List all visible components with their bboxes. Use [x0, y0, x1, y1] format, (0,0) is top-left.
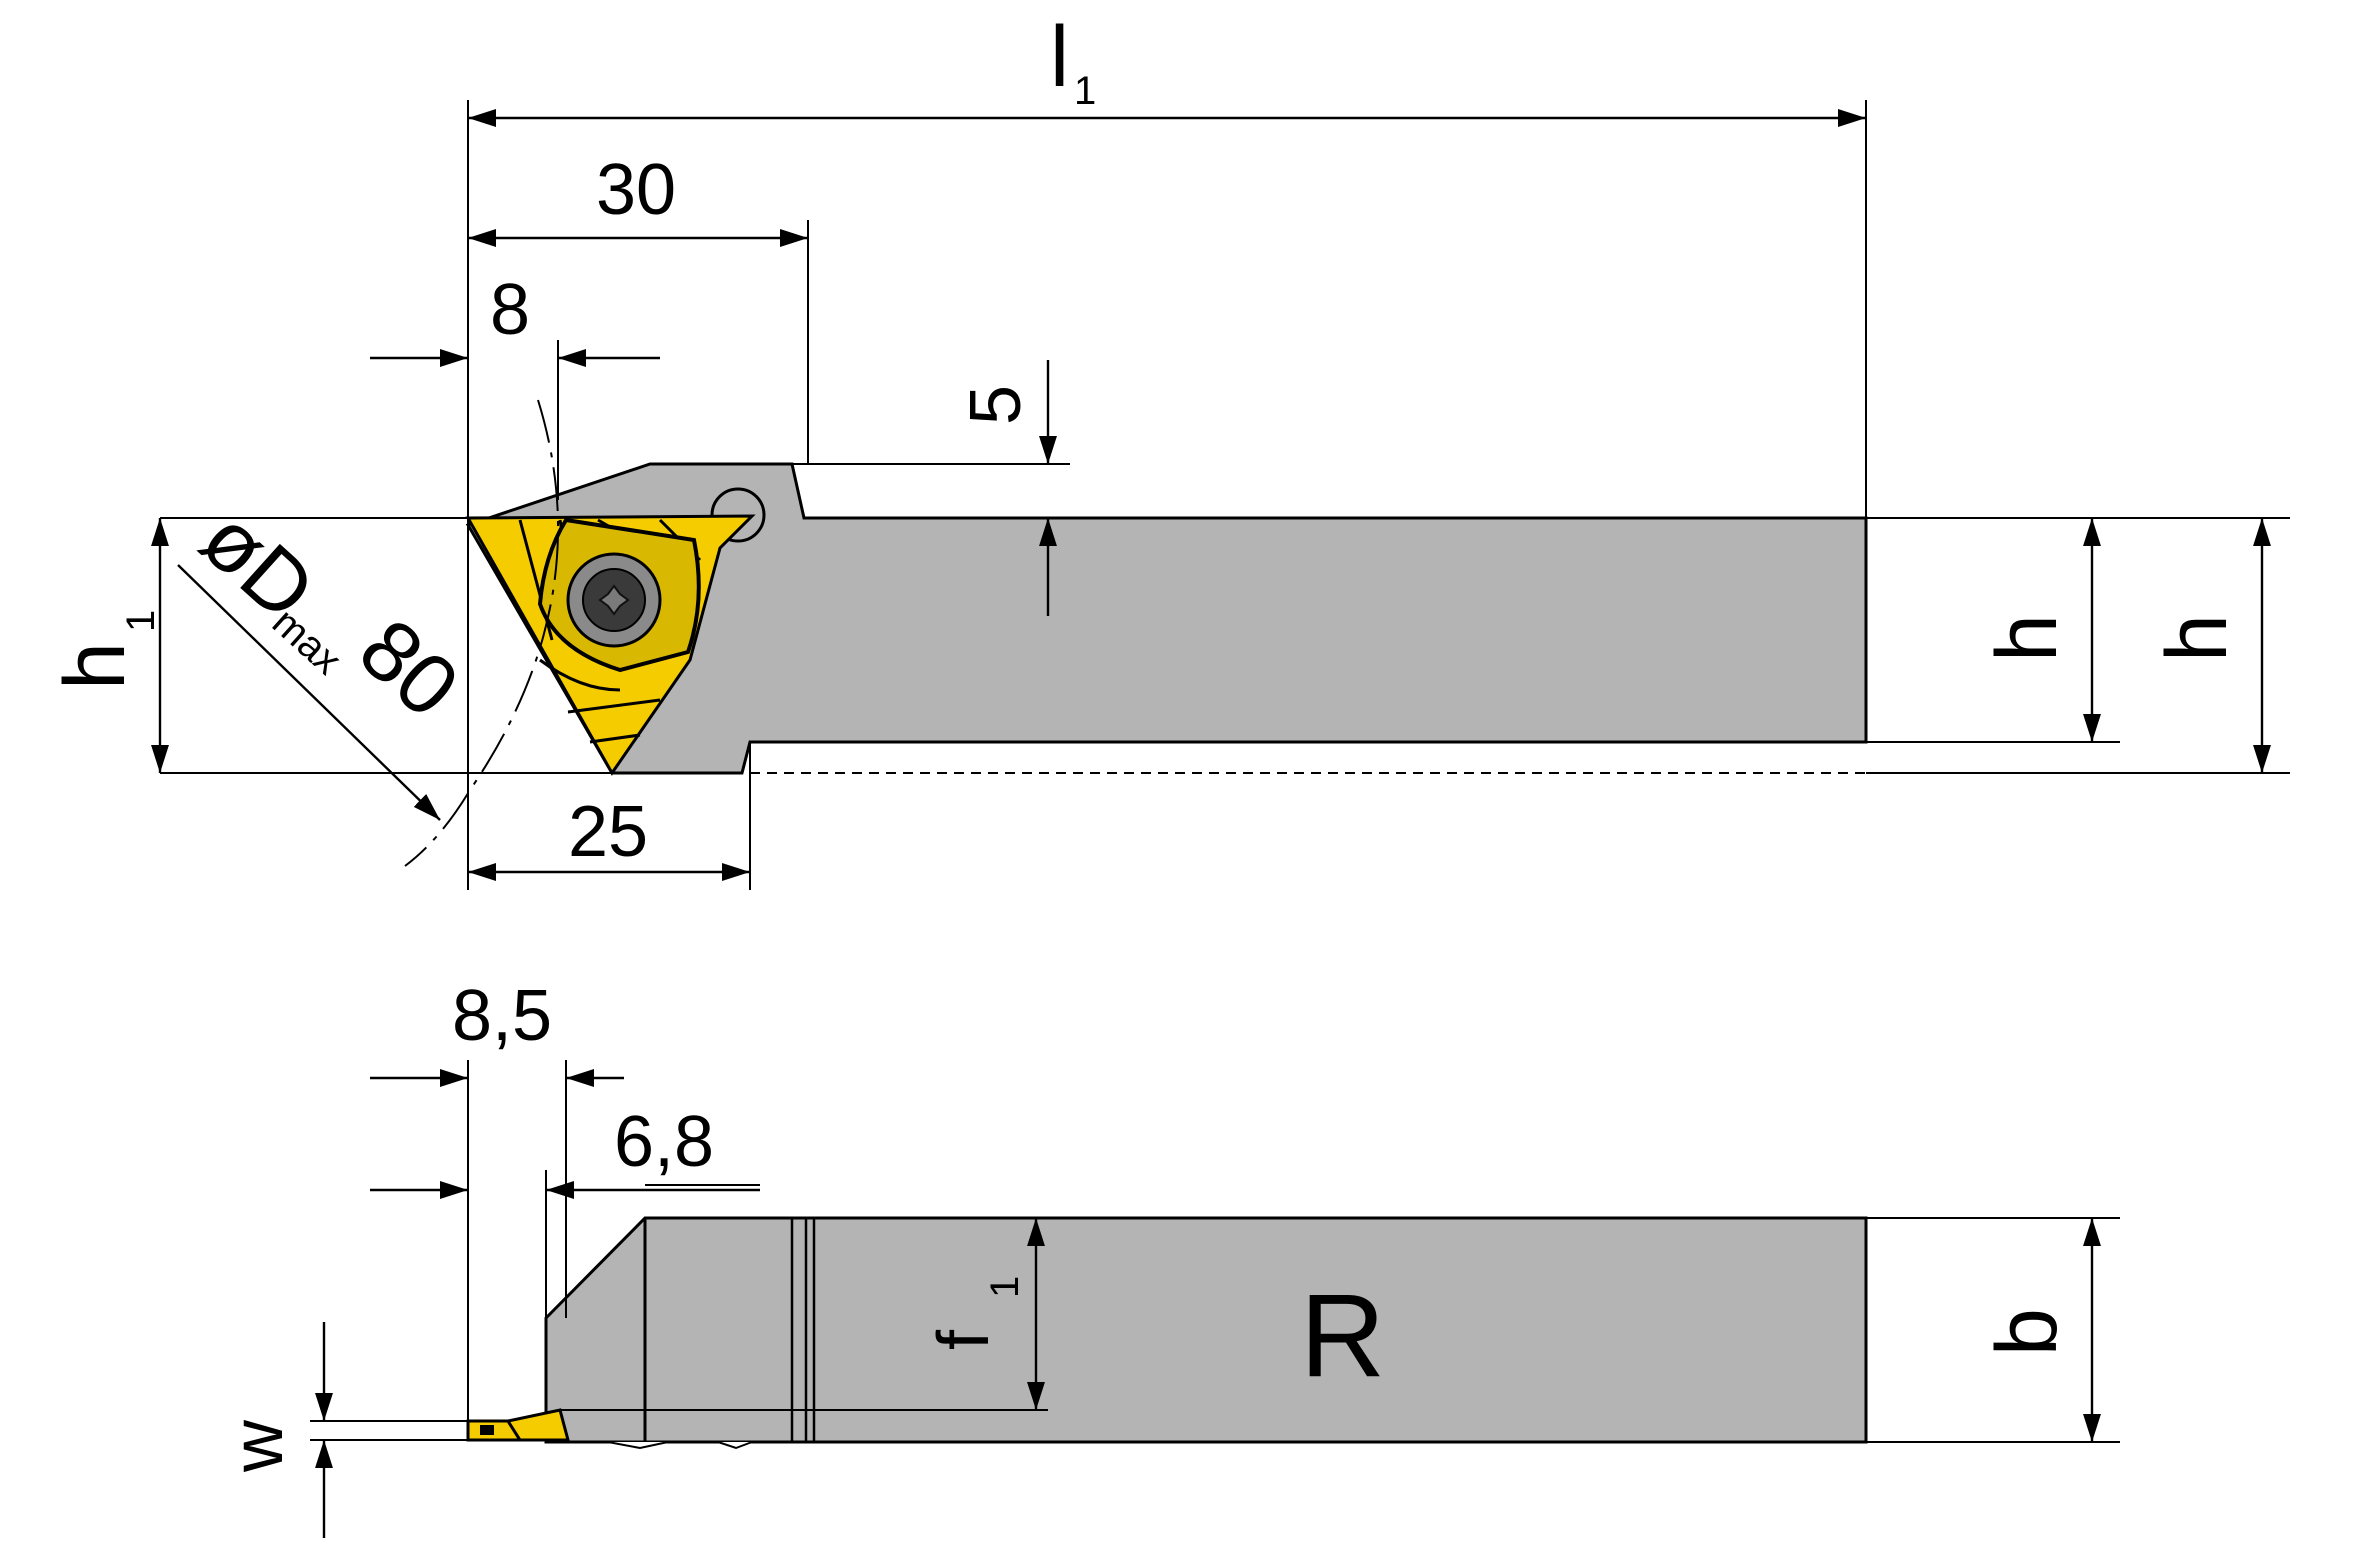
h1-subscript: 1 [119, 610, 163, 632]
insert-side-seat [505, 1408, 570, 1442]
dim-6-8-label: 6,8 [614, 1102, 714, 1182]
side-view: 8,5 6,8 f 1 w b R [218, 976, 2120, 1538]
h1-label: h [47, 642, 143, 690]
b-label: b [1979, 1308, 2075, 1356]
holder-shank-top [465, 462, 1868, 775]
torx-icon [598, 584, 630, 616]
f1-label: f [924, 1329, 1004, 1350]
dim-30-label: 30 [596, 150, 676, 230]
l1-label: l [1050, 9, 1069, 105]
l1-subscript: 1 [1074, 69, 1096, 113]
insert-screw-slot [480, 1425, 494, 1435]
bottom-detail [607, 1441, 669, 1450]
h-inner-label: h [1979, 614, 2075, 662]
diameter-value: 80 [341, 601, 476, 736]
dim-8-5-label: 8,5 [452, 976, 552, 1056]
holder-shank-side [544, 1216, 1868, 1444]
h-outer-label: h [2149, 614, 2245, 662]
max-diameter-arc [404, 399, 559, 867]
top-view: l 1 30 8 5 h 1 øD max 80 25 h h [47, 9, 2290, 890]
dim-5-label: 5 [956, 385, 1036, 425]
w-label: w [218, 1419, 298, 1473]
hand-label: R [1300, 1270, 1385, 1402]
f1-subscript: 1 [983, 1276, 1027, 1298]
dim-8-label: 8 [490, 270, 530, 350]
dim-25-label: 25 [568, 792, 648, 872]
bottom-detail [717, 1441, 753, 1450]
